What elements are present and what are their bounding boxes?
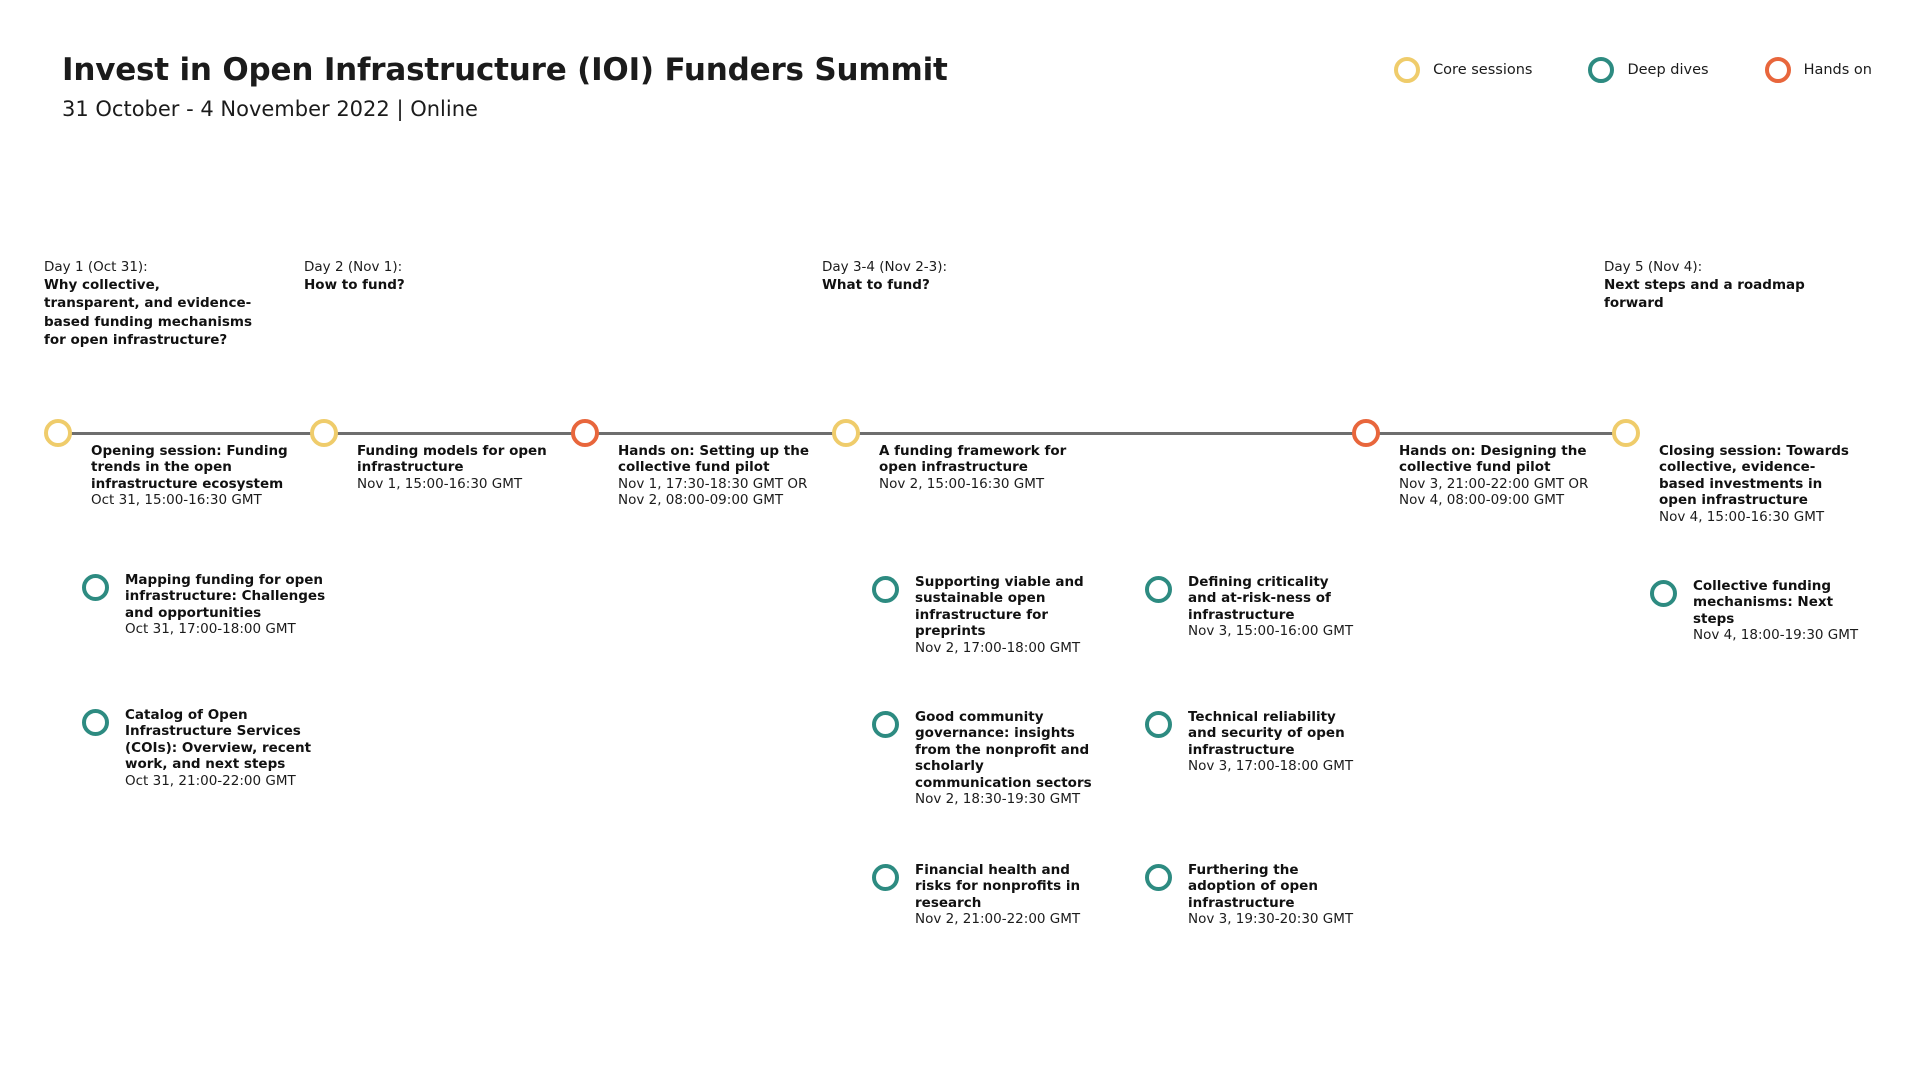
- session-title: Financial health and risks for nonprofit…: [915, 862, 1081, 911]
- node-title: Hands on: Setting up the collective fund…: [618, 443, 809, 476]
- circle-outline-icon: [832, 419, 860, 447]
- circle-outline-icon: [1145, 864, 1172, 891]
- day-header-4: Day 5 (Nov 4): Next steps and a roadmap …: [1604, 258, 1819, 313]
- node-title: Funding models for open infrastructure: [357, 443, 547, 476]
- session-title: Mapping funding for open infrastructure:…: [125, 572, 326, 621]
- circle-outline-icon: [310, 419, 338, 447]
- day-kicker: Day 1 (Oct 31):: [44, 259, 148, 275]
- session-title: Collective funding mechanisms: Next step…: [1693, 578, 1834, 627]
- day-kicker: Day 2 (Nov 1):: [304, 259, 403, 275]
- circle-outline-icon: [872, 576, 899, 603]
- legend-item-core-sessions: Core sessions: [1394, 57, 1532, 83]
- circle-outline-icon: [1612, 419, 1640, 447]
- session-title: Supporting viable and sustainable open i…: [915, 574, 1084, 640]
- deep-dive-furthering-adoption[interactable]: Furthering the adoption of open infrastr…: [1145, 862, 1360, 928]
- session-title: Defining criticality and at-risk-ness of…: [1188, 574, 1331, 623]
- node-title: A funding framework for open infrastruct…: [879, 443, 1067, 476]
- deep-dive-mapping-funding[interactable]: Mapping funding for open infrastructure:…: [82, 572, 332, 638]
- session-title: Catalog of Open Infrastructure Services …: [125, 707, 312, 773]
- circle-outline-icon: [1145, 711, 1172, 738]
- day-header-1: Day 1 (Oct 31): Why collective, transpar…: [44, 258, 259, 349]
- legend-item-hands-on: Hands on: [1764, 57, 1872, 83]
- circle-outline-icon: [571, 419, 599, 447]
- day-header-2: Day 2 (Nov 1): How to fund?: [304, 258, 534, 294]
- circle-outline-icon: [1764, 57, 1791, 83]
- node-time: Nov 4, 15:00-16:30 GMT: [1659, 508, 1825, 525]
- deep-dive-defining-criticality[interactable]: Defining criticality and at-risk-ness of…: [1145, 574, 1360, 640]
- circle-outline-icon: [1588, 57, 1615, 83]
- day-kicker: Day 3-4 (Nov 2-3):: [822, 259, 948, 275]
- deep-dive-catalog-of-open-infrastructure-services[interactable]: Catalog of Open Infrastructure Services …: [82, 707, 332, 789]
- deep-dive-financial-health-and-risks[interactable]: Financial health and risks for nonprofit…: [872, 862, 1104, 928]
- legend-item-deep-dives: Deep dives: [1588, 57, 1709, 83]
- node-time: Nov 1, 17:30-18:30 GMT OR Nov 2, 08:00-0…: [618, 475, 808, 509]
- session-time: Nov 2, 18:30-19:30 GMT: [915, 791, 1081, 808]
- day-title: Next steps and a roadmap forward: [1604, 277, 1805, 312]
- day-title: Why collective, transparent, and evidenc…: [44, 277, 253, 348]
- legend-label: Core sessions: [1433, 62, 1533, 78]
- legend: Core sessions Deep dives Hands on: [1394, 57, 1872, 83]
- node-time: Nov 3, 21:00-22:00 GMT OR Nov 4, 08:00-0…: [1399, 475, 1589, 509]
- node-title: Closing session: Towards collective, evi…: [1659, 443, 1849, 509]
- circle-outline-icon: [82, 709, 109, 736]
- session-title: Furthering the adoption of open infrastr…: [1188, 862, 1318, 911]
- node-title: Opening session: Funding trends in the o…: [91, 443, 288, 492]
- day-title: How to fund?: [304, 277, 405, 294]
- session-time: Nov 4, 18:00-19:30 GMT: [1693, 627, 1859, 644]
- legend-label: Hands on: [1803, 62, 1872, 78]
- node-time: Nov 2, 15:00-16:30 GMT: [879, 475, 1045, 492]
- session-time: Nov 2, 21:00-22:00 GMT: [915, 911, 1081, 928]
- session-time: Nov 3, 17:00-18:00 GMT: [1188, 758, 1354, 775]
- day-title: What to fund?: [822, 277, 930, 294]
- circle-outline-icon: [82, 574, 109, 601]
- node-time: Nov 1, 15:00-16:30 GMT: [357, 475, 523, 492]
- session-title: Technical reliability and security of op…: [1188, 709, 1345, 758]
- deep-dive-good-community-governance[interactable]: Good community governance: insights from…: [872, 709, 1104, 808]
- session-time: Nov 3, 15:00-16:00 GMT: [1188, 623, 1354, 640]
- session-time: Oct 31, 21:00-22:00 GMT: [125, 772, 296, 789]
- day-header-3: Day 3-4 (Nov 2-3): What to fund?: [822, 258, 1072, 294]
- circle-outline-icon: [44, 419, 72, 447]
- node-title: Hands on: Designing the collective fund …: [1399, 443, 1587, 476]
- session-title: Good community governance: insights from…: [915, 709, 1092, 791]
- circle-outline-icon: [872, 711, 899, 738]
- deep-dive-collective-funding-mechanisms[interactable]: Collective funding mechanisms: Next step…: [1650, 578, 1865, 644]
- node-time: Oct 31, 15:00-16:30 GMT: [91, 492, 262, 509]
- session-time: Nov 2, 17:00-18:00 GMT: [915, 639, 1081, 656]
- circle-outline-icon: [1650, 580, 1677, 607]
- page-title: Invest in Open Infrastructure (IOI) Fund…: [62, 52, 948, 88]
- circle-outline-icon: [1145, 576, 1172, 603]
- page-subtitle: 31 October - 4 November 2022 | Online: [62, 97, 478, 121]
- circle-outline-icon: [1394, 57, 1421, 83]
- circle-outline-icon: [872, 864, 899, 891]
- session-time: Nov 3, 19:30-20:30 GMT: [1188, 911, 1354, 928]
- session-time: Oct 31, 17:00-18:00 GMT: [125, 621, 296, 638]
- circle-outline-icon: [1352, 419, 1380, 447]
- deep-dive-supporting-viable-infrastructure[interactable]: Supporting viable and sustainable open i…: [872, 574, 1104, 656]
- day-kicker: Day 5 (Nov 4):: [1604, 259, 1703, 275]
- legend-label: Deep dives: [1627, 62, 1709, 78]
- deep-dive-technical-reliability[interactable]: Technical reliability and security of op…: [1145, 709, 1360, 775]
